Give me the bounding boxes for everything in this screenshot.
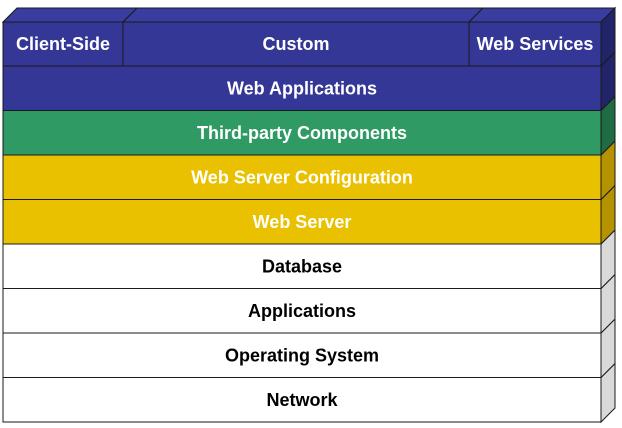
top-cell-client-side (2, 21, 124, 67)
layer-web-server-configuration (2, 154, 602, 200)
layer-label-applications: Applications (248, 301, 356, 321)
layer-label-web-server: Web Server (253, 212, 352, 232)
layer-label-web-applications: Web Applications (227, 78, 377, 98)
top-cell-label-custom: Custom (263, 34, 330, 54)
top-cell-custom (122, 21, 470, 67)
top-cell-label-web-services: Web Services (477, 34, 594, 54)
top-cell-label-client-side: Client-Side (16, 34, 110, 54)
layer-applications (2, 288, 602, 334)
top-cell-roof-custom (121, 7, 485, 23)
layer-network (2, 377, 602, 423)
top-cell-roof-client-side (1, 7, 139, 23)
layer-web-applications (2, 65, 602, 111)
layer-label-third-party-components: Third-party Components (197, 123, 407, 143)
layer-third-party-components (2, 110, 602, 156)
top-cell-web-services (468, 21, 602, 67)
layer-web-server (2, 199, 602, 245)
layer-label-operating-system: Operating System (225, 345, 379, 365)
top-cell-roof-web-services (467, 7, 617, 23)
layer-label-database: Database (262, 256, 342, 276)
layer-database (2, 243, 602, 289)
layer-label-network: Network (266, 390, 338, 410)
layer-label-web-server-configuration: Web Server Configuration (191, 167, 413, 187)
